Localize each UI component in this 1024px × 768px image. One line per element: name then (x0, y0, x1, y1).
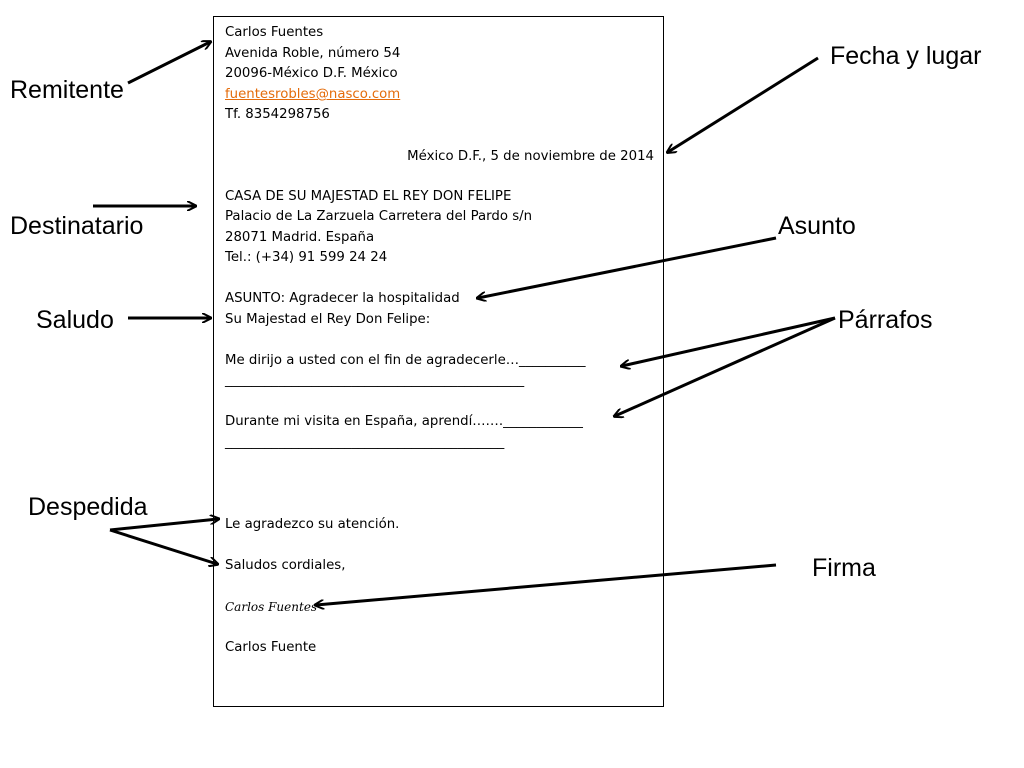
arrow-despedida-1 (109, 519, 218, 532)
closing-line-2: Saludos cordiales, (225, 558, 346, 573)
label-fecha-y-lugar: Fecha y lugar (830, 42, 982, 70)
label-despedida: Despedida (28, 493, 148, 521)
arrow-parrafos-2 (615, 316, 836, 416)
paragraph-2-blank: ________________________________________… (225, 435, 505, 450)
paragraph-1-blank: ________________________________________… (225, 373, 525, 388)
arrow-fecha-y-lugar (668, 56, 819, 152)
greeting-line: Su Majestad el Rey Don Felipe: (225, 312, 431, 327)
label-asunto: Asunto (778, 212, 856, 240)
arrow-remitente (127, 42, 210, 85)
subject-line: ASUNTO: Agradecer la hospitalidad (225, 291, 460, 306)
arrow-parrafos-1 (622, 316, 836, 366)
sender-address: Avenida Roble, número 54 (225, 46, 401, 61)
sender-name: Carlos Fuentes (225, 25, 324, 40)
arrow-asunto (478, 236, 777, 298)
closing-line-1: Le agradezco su atención. (225, 517, 400, 532)
printed-name: Carlos Fuente (225, 640, 317, 655)
arrow-firma (316, 563, 777, 605)
recipient-name: CASA DE SU MAJESTAD EL REY DON FELIPE (225, 189, 512, 204)
paragraph-1: Me dirijo a usted con el fin de agradece… (225, 353, 586, 368)
sender-email-link[interactable]: fuentesrobles@nasco.com (225, 87, 401, 102)
paragraph-2: Durante mi visita en España, aprendí……._… (225, 414, 583, 429)
label-parrafos: Párrafos (838, 306, 933, 334)
letter-date: México D.F., 5 de noviembre de 2014 (407, 149, 654, 164)
recipient-address: Palacio de La Zarzuela Carretera del Par… (225, 209, 533, 224)
sender-city: 20096-México D.F. México (225, 66, 398, 81)
recipient-phone: Tel.: (+34) 91 599 24 24 (225, 250, 388, 265)
label-remitente: Remitente (10, 76, 124, 104)
recipient-city: 28071 Madrid. España (225, 230, 375, 245)
arrow-despedida-2 (109, 528, 217, 564)
label-firma: Firma (812, 554, 876, 582)
label-destinatario: Destinatario (10, 212, 144, 240)
letter-page: Carlos Fuentes Avenida Roble, número 54 … (213, 16, 664, 707)
handwritten-signature: Carlos Fuentes (225, 600, 318, 614)
sender-phone: Tf. 8354298756 (225, 107, 330, 122)
label-saludo: Saludo (36, 306, 114, 334)
